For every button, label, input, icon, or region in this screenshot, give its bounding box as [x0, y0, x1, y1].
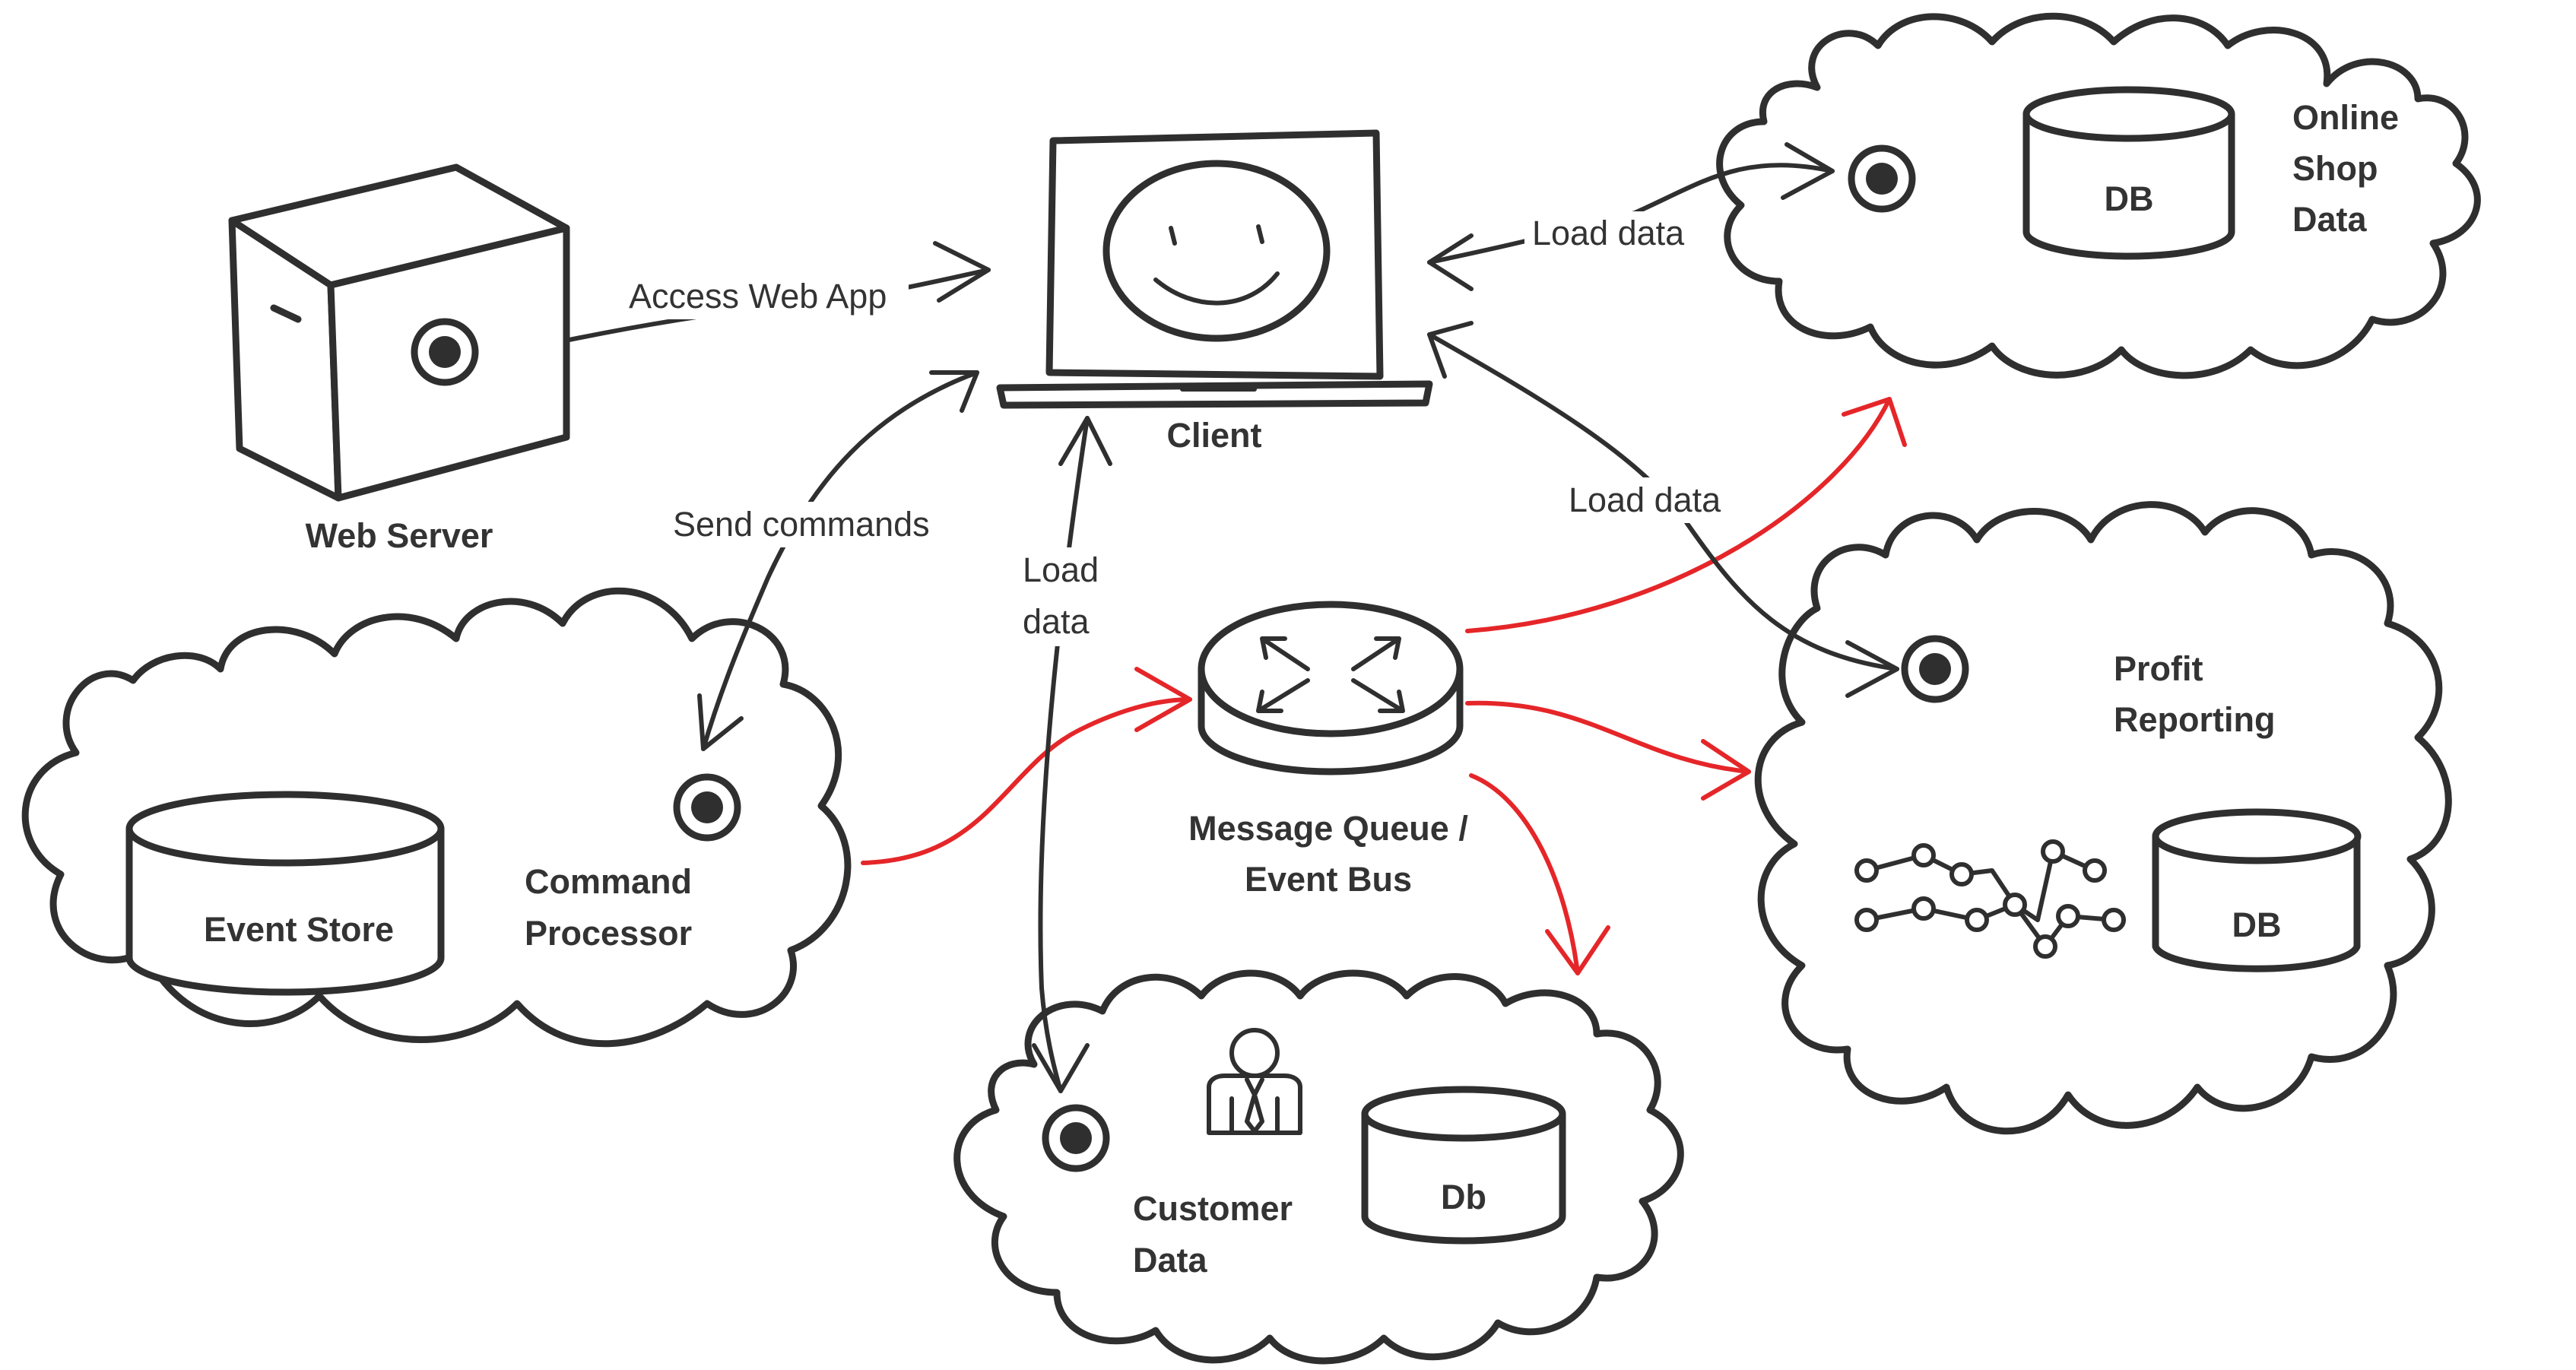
profit-reporting-endpoint-icon: [1905, 639, 1965, 699]
online-shop-db-label: DB: [2105, 179, 2154, 218]
customer-data-endpoint-icon: [1045, 1108, 1106, 1169]
edge-label-load-data-online: Load data: [1532, 214, 1685, 252]
message-queue-label-line-2: Event Bus: [1245, 860, 1412, 899]
edge-labels: Access Web App Load data Send commands L…: [623, 211, 1741, 646]
customer-db-label: Db: [1441, 1178, 1486, 1216]
profit-db-label: DB: [2232, 905, 2282, 944]
web-server-endpoint-icon: [414, 322, 475, 382]
online-shop-label-line-1: Online: [2292, 98, 2399, 137]
analytics-graph-icon: [1854, 839, 2126, 959]
event-store-label: Event Store: [204, 910, 394, 949]
profit-reporting-label-line-1: Profit: [2114, 649, 2203, 688]
event-store-db-icon: [125, 791, 445, 996]
edge-label-load-data-profit: Load data: [1569, 480, 1721, 519]
event-flow-queue-to-online-shop: [1465, 397, 1907, 633]
edge-label-access-web-app: Access Web App: [629, 277, 887, 316]
cloud-customer-data: [953, 969, 1684, 1365]
smiley-face-icon: [1102, 160, 1331, 342]
online-shop-db-icon: [2022, 86, 2235, 260]
online-shop-endpoint-icon: [1851, 148, 1912, 209]
edge-label-send-commands: Send commands: [673, 505, 930, 544]
command-processor-label-line-2: Processor: [525, 914, 692, 953]
event-flow-store-to-queue: [861, 667, 1192, 865]
client-label: Client: [1166, 416, 1261, 455]
command-processor-label-line-1: Command: [525, 862, 692, 901]
person-icon: [1207, 1028, 1302, 1135]
profit-db-icon: [2152, 808, 2362, 972]
event-flow-queue-to-profit: [1465, 700, 1751, 801]
message-queue-label-line-1: Message Queue /: [1188, 809, 1468, 848]
edge-load-data-profit: [1427, 321, 1899, 698]
event-flow-queue-to-customer: [1469, 773, 1610, 975]
customer-db-icon: [1361, 1086, 1566, 1245]
web-server-label: Web Server: [306, 516, 493, 555]
edge-send-commands: [697, 370, 979, 751]
customer-data-label-line-1: Customer: [1133, 1189, 1293, 1228]
edge-label-load-data-customer-line-1: Load: [1023, 550, 1099, 589]
web-server-icon: [228, 163, 570, 502]
customer-data-label-line-2: Data: [1133, 1241, 1208, 1280]
profit-reporting-label-line-2: Reporting: [2114, 700, 2275, 739]
online-shop-label-line-3: Data: [2292, 200, 2368, 239]
edge-label-load-data-customer-line-2: data: [1023, 602, 1090, 641]
command-processor-endpoint-icon: [677, 777, 738, 838]
message-queue-router-icon: [1198, 601, 1464, 775]
cloud-profit-reporting: [1754, 501, 2452, 1135]
online-shop-label-line-2: Shop: [2292, 149, 2378, 188]
edge-load-data-customer: [1032, 416, 1112, 1093]
